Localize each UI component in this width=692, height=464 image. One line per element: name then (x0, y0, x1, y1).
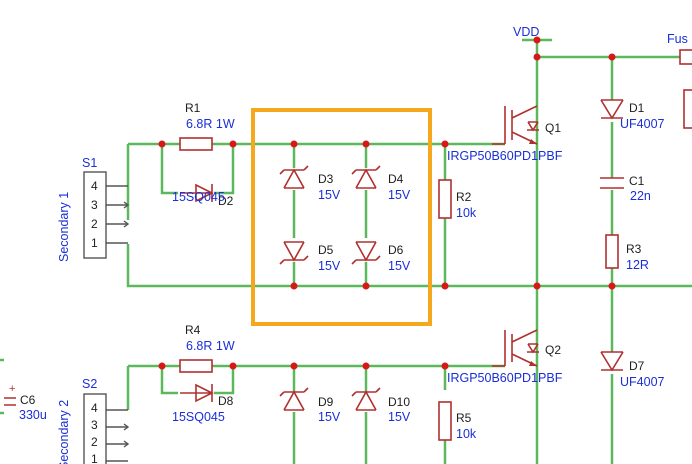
svg-text:2: 2 (91, 435, 98, 449)
capacitor-c1: C1 22n (600, 174, 651, 203)
svg-text:330u: 330u (19, 408, 47, 422)
zener-d5: D5 15V (279, 241, 341, 273)
zener-d6: D6 15V (351, 241, 411, 273)
svg-text:R4: R4 (185, 323, 201, 337)
svg-text:15V: 15V (388, 188, 411, 202)
svg-text:D7: D7 (629, 359, 645, 373)
svg-text:12R: 12R (626, 258, 649, 272)
connector-s1: S1 Secondary 1 4 3 2 1 (57, 156, 130, 262)
svg-text:D5: D5 (318, 243, 334, 257)
svg-text:15SQ045: 15SQ045 (172, 410, 225, 424)
svg-text:15V: 15V (318, 410, 341, 424)
svg-text:Q1: Q1 (545, 121, 561, 135)
svg-text:3: 3 (91, 198, 98, 212)
fuse-symbol: Fus (667, 32, 692, 129)
svg-text:D10: D10 (388, 395, 410, 409)
svg-text:D3: D3 (318, 172, 334, 186)
svg-text:IRGP50B60PD1PBF: IRGP50B60PD1PBF (447, 371, 563, 385)
highlight-box-zener-array (251, 108, 432, 326)
svg-text:1: 1 (91, 452, 98, 464)
svg-text:4: 4 (91, 179, 98, 193)
svg-text:6.8R 1W: 6.8R 1W (186, 117, 235, 131)
connector-s2: S2 Secondary 2 4 3 2 1 (57, 377, 130, 464)
zener-d10: D10 15V (351, 387, 411, 424)
svg-text:VDD: VDD (513, 25, 539, 39)
junction-nodes (158, 36, 616, 370)
svg-text:C6: C6 (20, 393, 36, 407)
svg-text:3: 3 (91, 418, 98, 432)
igbt-q2: Q2 IRGP50B60PD1PBF (447, 329, 563, 385)
resistor-r5: R5 10k (438, 401, 477, 441)
svg-text:22n: 22n (630, 189, 651, 203)
zener-d9: D9 15V (279, 387, 341, 424)
zener-d3: D3 15V (279, 165, 341, 202)
resistor-r4: R4 6.8R 1W (179, 323, 235, 373)
svg-text:R3: R3 (626, 242, 642, 256)
svg-text:R5: R5 (456, 411, 472, 425)
svg-text:15SQ045: 15SQ045 (172, 190, 225, 204)
svg-text:R1: R1 (185, 101, 201, 115)
svg-text:4: 4 (91, 401, 98, 415)
igbt-q1: Q1 IRGP50B60PD1PBF (447, 105, 563, 163)
svg-text:IRGP50B60PD1PBF: IRGP50B60PD1PBF (447, 149, 563, 163)
svg-text:D2: D2 (218, 194, 234, 208)
svg-text:D9: D9 (318, 395, 334, 409)
svg-text:D8: D8 (218, 394, 234, 408)
wires (0, 38, 692, 464)
diode-d2: D2 15SQ045 (172, 183, 234, 208)
resistor-r2: R2 10k (438, 179, 477, 220)
svg-text:S1: S1 (82, 156, 97, 170)
svg-text:D4: D4 (388, 172, 404, 186)
svg-text:Fus: Fus (667, 32, 688, 46)
svg-text:+: + (9, 383, 15, 395)
svg-text:UF4007: UF4007 (620, 117, 665, 131)
svg-text:6.8R 1W: 6.8R 1W (186, 339, 235, 353)
svg-text:10k: 10k (456, 427, 477, 441)
svg-text:2: 2 (91, 217, 98, 231)
zener-d4: D4 15V (351, 165, 411, 202)
svg-text:15V: 15V (318, 259, 341, 273)
svg-text:15V: 15V (388, 259, 411, 273)
svg-text:D1: D1 (629, 101, 645, 115)
svg-text:R2: R2 (456, 190, 472, 204)
svg-text:Secondary 2: Secondary 2 (57, 400, 71, 464)
svg-text:S2: S2 (82, 377, 97, 391)
svg-text:UF4007: UF4007 (620, 375, 665, 389)
svg-text:D6: D6 (388, 243, 404, 257)
svg-text:15V: 15V (318, 188, 341, 202)
svg-text:15V: 15V (388, 410, 411, 424)
capacitor-c6: + C6 330u (4, 383, 47, 422)
svg-text:10k: 10k (456, 206, 477, 220)
svg-text:Q2: Q2 (545, 343, 561, 357)
vdd-net-label: VDD (513, 25, 539, 39)
svg-text:C1: C1 (629, 174, 645, 188)
svg-text:1: 1 (91, 236, 98, 250)
diode-d8: D8 15SQ045 (172, 383, 234, 424)
resistor-r3: R3 12R (605, 234, 649, 272)
diode-d7: D7 UF4007 (600, 351, 665, 389)
svg-text:Secondary 1: Secondary 1 (57, 192, 71, 262)
diode-d1: D1 UF4007 (600, 99, 665, 131)
resistor-r1: R1 6.8R 1W (179, 101, 235, 151)
